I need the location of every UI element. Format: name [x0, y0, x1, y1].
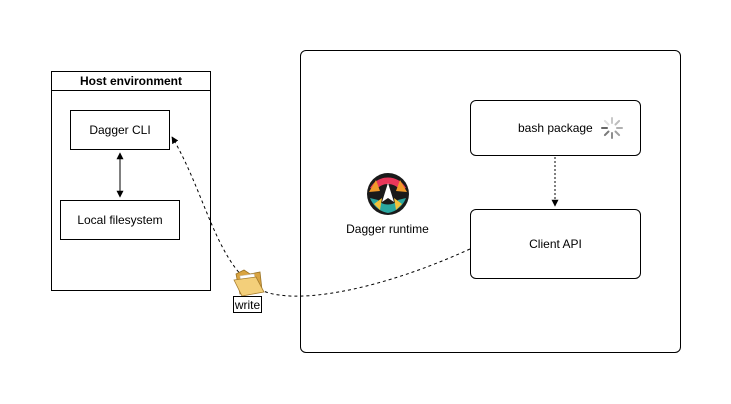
- dagger-logo-icon: [367, 173, 409, 215]
- local-filesystem-node[interactable]: Local filesystem: [60, 200, 180, 240]
- client-to-cli-edge: [171, 136, 471, 297]
- folder-icon: [233, 269, 265, 297]
- write-edge-label: write: [233, 296, 262, 313]
- loading-spinner-icon: [601, 117, 623, 139]
- host-environment-title: Host environment: [51, 71, 211, 91]
- dagger-cli-node[interactable]: Dagger CLI: [70, 110, 170, 150]
- dagger-runtime-label: Dagger runtime: [346, 222, 429, 236]
- bash-package-node[interactable]: bash package: [470, 100, 641, 156]
- bash-package-label: bash package: [518, 121, 593, 135]
- host-environment-container: [51, 71, 211, 291]
- client-api-node[interactable]: Client API: [470, 209, 641, 279]
